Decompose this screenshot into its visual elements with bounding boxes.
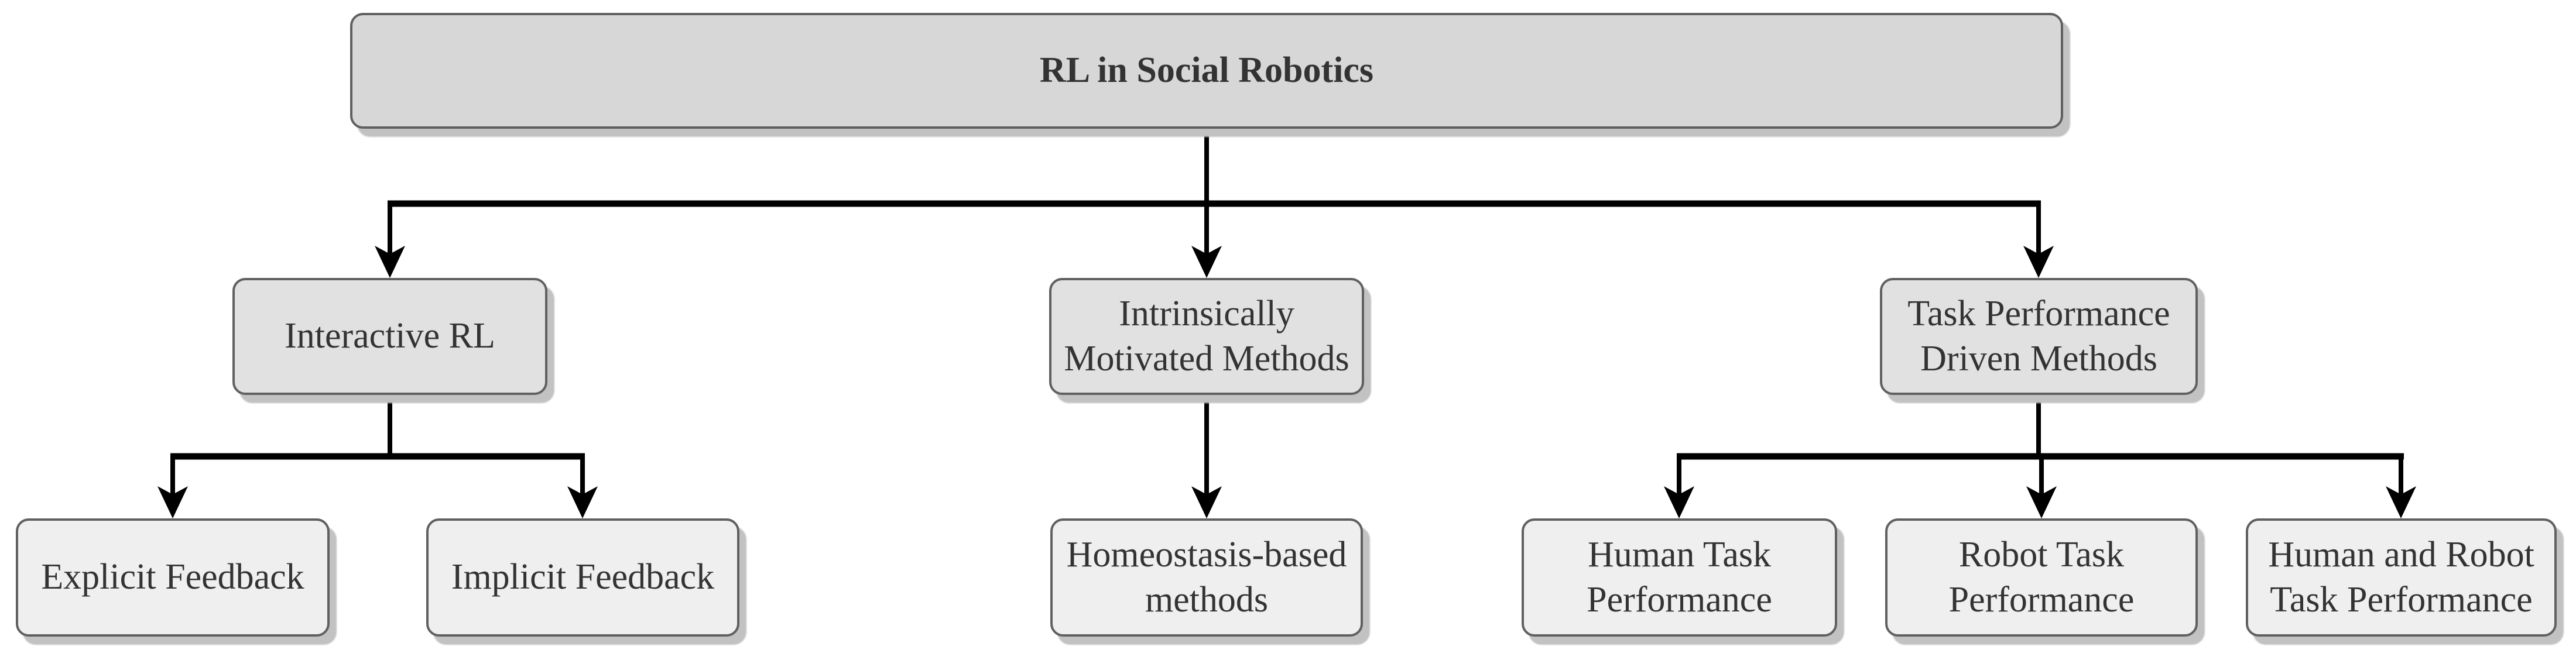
- node-label: Intrinsically Motivated Methods: [1064, 293, 1349, 379]
- node-label: Homeostasis-based methods: [1066, 534, 1347, 620]
- node-homeostasis-based-methods: Homeostasis-based methods: [1050, 518, 1363, 637]
- arrowhead-homeostasis: [1191, 486, 1222, 518]
- node-label: Task Performance Driven Methods: [1907, 293, 2170, 379]
- arrowhead-human-robot-task: [2386, 486, 2416, 518]
- arrowhead-robot-task: [2026, 486, 2057, 518]
- node-human-and-robot-task-performance: Human and Robot Task Performance: [2246, 518, 2557, 637]
- arrowhead-human-task: [1664, 486, 1694, 518]
- arrowhead-interactive-rl: [375, 246, 405, 278]
- arrowhead-explicit-feedback: [157, 486, 188, 518]
- node-label: RL in Social Robotics: [1039, 50, 1374, 91]
- arrowhead-implicit-feedback: [567, 486, 598, 518]
- node-label: Human Task Performance: [1587, 534, 1772, 620]
- node-intrinsically-motivated-methods: Intrinsically Motivated Methods: [1049, 278, 1364, 395]
- arrowhead-intrinsically-motivated: [1191, 246, 1222, 278]
- node-human-task-performance: Human Task Performance: [1522, 518, 1837, 637]
- node-label: Robot Task Performance: [1948, 534, 2135, 620]
- node-task-performance-driven-methods: Task Performance Driven Methods: [1880, 278, 2198, 395]
- node-label: Human and Robot Task Performance: [2268, 534, 2534, 620]
- node-explicit-feedback: Explicit Feedback: [16, 518, 330, 637]
- node-rl-in-social-robotics: RL in Social Robotics: [350, 13, 2063, 129]
- node-label: Explicit Feedback: [41, 557, 304, 597]
- node-label: Implicit Feedback: [451, 557, 715, 597]
- node-label: Interactive RL: [285, 316, 495, 356]
- arrowhead-task-performance: [2023, 246, 2054, 278]
- node-robot-task-performance: Robot Task Performance: [1885, 518, 2198, 637]
- node-interactive-rl: Interactive RL: [232, 278, 547, 395]
- node-implicit-feedback: Implicit Feedback: [426, 518, 739, 637]
